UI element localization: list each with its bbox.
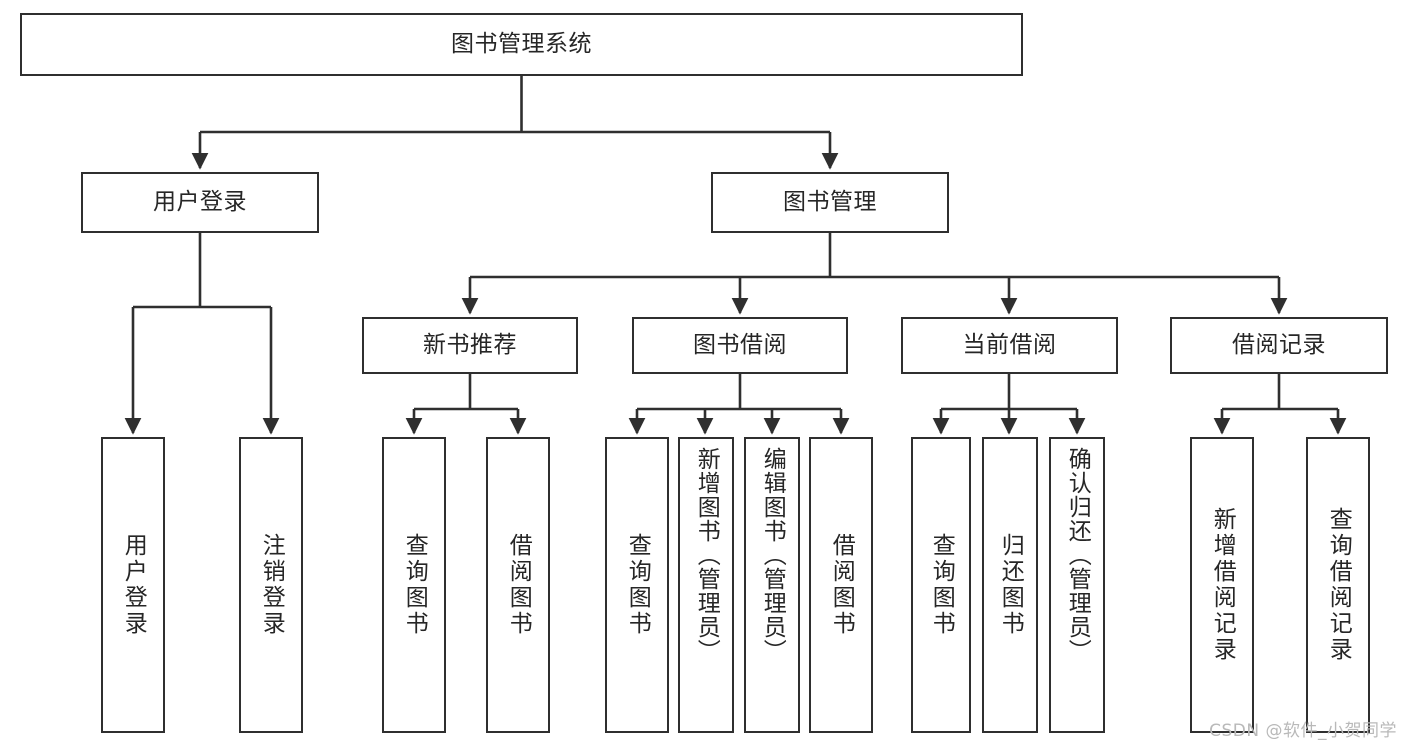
- leaf-book-borrow-borrow-book[interactable]: 借阅图书: [809, 437, 873, 733]
- node-label: 查询图书: [928, 533, 955, 637]
- node-label: 借阅记录: [1232, 332, 1326, 359]
- node-root-book-management-system[interactable]: 图书管理系统: [20, 13, 1023, 76]
- node-current-borrow[interactable]: 当前借阅: [901, 317, 1118, 374]
- leaf-current-borrow-confirm-return-admin[interactable]: 确认归还（管理员）: [1049, 437, 1105, 733]
- node-label: 用户登录: [153, 189, 247, 216]
- node-label: 查询图书: [624, 533, 651, 637]
- node-label: 图书管理系统: [451, 31, 592, 58]
- leaf-book-borrow-query-book[interactable]: 查询图书: [605, 437, 669, 733]
- leaf-user-login-logout[interactable]: 注销登录: [239, 437, 303, 733]
- leaf-current-borrow-return-book[interactable]: 归还图书: [982, 437, 1038, 733]
- leaf-book-borrow-edit-book-admin[interactable]: 编辑图书（管理员）: [744, 437, 800, 733]
- node-borrow-record[interactable]: 借阅记录: [1170, 317, 1388, 374]
- node-user-login[interactable]: 用户登录: [81, 172, 319, 233]
- node-label: 当前借阅: [962, 332, 1057, 359]
- node-label: 图书管理: [783, 189, 877, 216]
- node-label: 借阅图书: [505, 533, 532, 637]
- leaf-book-borrow-add-book-admin[interactable]: 新增图书（管理员）: [678, 437, 734, 733]
- node-label: 查询借阅记录: [1325, 507, 1352, 663]
- watermark-text: CSDN @软件_小贺同学: [1209, 721, 1397, 741]
- leaf-borrow-record-query-record[interactable]: 查询借阅记录: [1306, 437, 1370, 733]
- node-label: 查询图书: [401, 533, 428, 637]
- leaf-user-login-login[interactable]: 用户登录: [101, 437, 165, 733]
- node-label: 新增借阅记录: [1209, 507, 1236, 663]
- node-book-management[interactable]: 图书管理: [711, 172, 949, 233]
- leaf-borrow-record-add-record[interactable]: 新增借阅记录: [1190, 437, 1254, 733]
- node-label: 借阅图书: [828, 533, 855, 637]
- node-new-book-recommend[interactable]: 新书推荐: [362, 317, 578, 374]
- node-book-borrow[interactable]: 图书借阅: [632, 317, 848, 374]
- node-label: 注销登录: [258, 533, 285, 637]
- node-label: 新书推荐: [423, 332, 517, 359]
- node-label: 新增图书（管理员）: [693, 447, 720, 663]
- leaf-new-book-borrow-book[interactable]: 借阅图书: [486, 437, 550, 733]
- node-label: 归还图书: [997, 533, 1024, 637]
- node-label: 确认归还（管理员）: [1064, 447, 1091, 663]
- leaf-current-borrow-query-book[interactable]: 查询图书: [911, 437, 971, 733]
- node-label: 用户登录: [120, 533, 147, 637]
- node-label: 图书借阅: [693, 332, 787, 359]
- leaf-new-book-query-book[interactable]: 查询图书: [382, 437, 446, 733]
- node-label: 编辑图书（管理员）: [759, 447, 786, 663]
